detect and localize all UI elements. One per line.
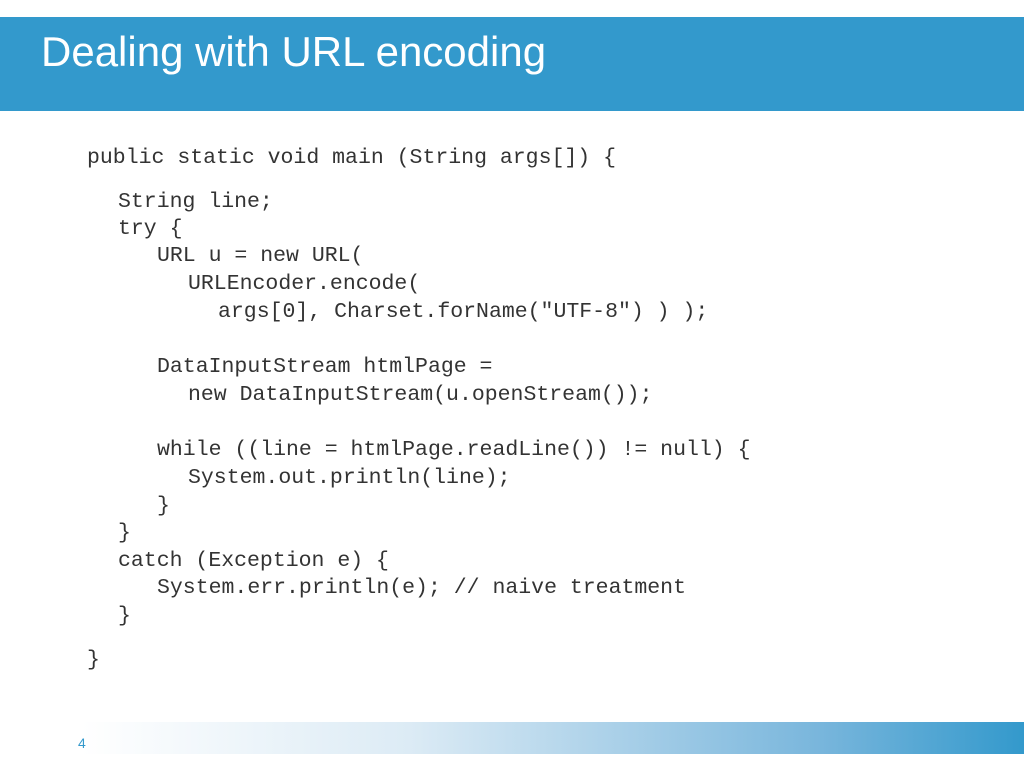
code-line-charset: args[0], Charset.forName("UTF-8") ) );	[218, 300, 709, 324]
code-line-close-main: }	[87, 648, 100, 672]
code-line-catch: catch (Exception e) {	[118, 549, 389, 573]
code-line-println: System.out.println(line);	[188, 466, 511, 490]
code-line-datainputstream-decl: DataInputStream htmlPage =	[157, 355, 493, 379]
code-line-try: try {	[118, 217, 183, 241]
code-line-err-println: System.err.println(e); // naive treatmen…	[157, 576, 686, 600]
slide-title: Dealing with URL encoding	[41, 28, 547, 75]
code-line-main-signature: public static void main (String args[]) …	[87, 146, 616, 170]
code-line-new-url: URL u = new URL(	[157, 244, 364, 268]
code-line-new-datainputstream: new DataInputStream(u.openStream());	[188, 383, 653, 407]
code-line-urlencoder: URLEncoder.encode(	[188, 272, 421, 296]
footer-bar	[0, 722, 1024, 754]
code-line-close-while: }	[157, 494, 170, 518]
code-line-close-try: }	[118, 521, 131, 545]
code-line-declare-line: String line;	[118, 190, 273, 214]
code-line-while: while ((line = htmlPage.readLine()) != n…	[157, 438, 751, 462]
page-number: 4	[78, 735, 86, 751]
code-line-close-catch: }	[118, 604, 131, 628]
title-bar	[0, 17, 1024, 111]
